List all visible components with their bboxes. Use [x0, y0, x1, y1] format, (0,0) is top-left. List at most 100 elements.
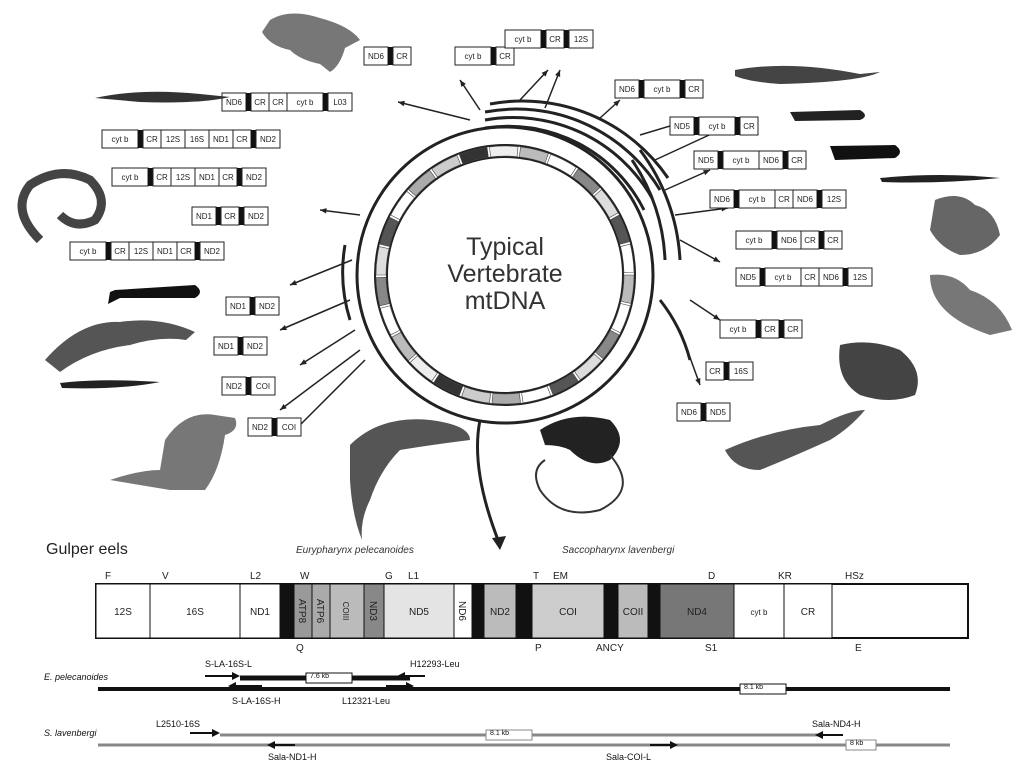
arrowhead: [555, 70, 560, 77]
trna-top-letter: T: [533, 571, 539, 582]
gene-label: ND6: [823, 273, 840, 282]
small-gene-map: ND1CRND2: [192, 207, 268, 225]
trna-bottom-letter: S1: [705, 643, 718, 654]
gene-label: CR: [688, 85, 700, 94]
gene-label: ND2: [246, 173, 263, 182]
primer-e-0: S-LA-16S-L: [205, 659, 252, 669]
bar-gene-label: 12S: [114, 607, 132, 618]
gene-label: ND2: [226, 382, 243, 391]
trna-mark: [756, 320, 761, 338]
gene-label: ND5: [710, 408, 727, 417]
gene-label: cyt b: [775, 273, 792, 282]
gene-label: cyt b: [297, 98, 314, 107]
bar-gene-segment: [280, 584, 294, 638]
trna-top-letter: W: [300, 571, 310, 582]
small-gene-map: ND6 ND5: [677, 403, 730, 421]
gene-label: ND1: [199, 173, 216, 182]
gene-label: ND1: [213, 135, 230, 144]
gene-label: ND1: [230, 302, 247, 311]
parrot-icon: [930, 275, 1012, 335]
trna-top-letter: EM: [553, 571, 568, 582]
trna-mark: [639, 80, 644, 98]
trna-mark: [239, 207, 244, 225]
trna-mark: [680, 80, 685, 98]
bar-gene-label: cyt b: [751, 608, 768, 617]
small-gene-map: cyt bCR12S16SND1CRND2: [102, 130, 280, 148]
gene-label: CR: [764, 325, 776, 334]
species-label-right: Saccopharynx lavenbergi: [562, 545, 674, 556]
fish-right-3-icon: [830, 145, 900, 160]
gene-label: CR: [743, 122, 755, 131]
trna-bottom-letter: Q: [296, 643, 304, 654]
gulper-gene-bar: 12S16SND1ATP8ATP6COIIIND3ND5ND6ND2COICOI…: [96, 571, 968, 654]
map-arrow: [398, 102, 470, 120]
trna-mark: [760, 268, 765, 286]
bar-gene-segment: [516, 584, 532, 638]
gene-label: CR: [180, 247, 192, 256]
gene-label: cyt b: [733, 156, 750, 165]
gene-label: ND2: [252, 423, 269, 432]
map-arrow: [280, 300, 350, 330]
gene-label: ND6: [781, 236, 798, 245]
trna-mark: [718, 151, 723, 169]
primer-s-0: L2510-16S: [156, 719, 200, 729]
map-arrow: [280, 350, 360, 410]
gene-label: CR: [827, 236, 839, 245]
ring-gene-block: [492, 393, 521, 404]
trna-mark: [724, 362, 729, 380]
trna-mark: [250, 297, 255, 315]
bar-gene-segment: [472, 584, 484, 638]
bar-gene-label: ND1: [250, 607, 270, 618]
gene-label: ND6: [681, 408, 698, 417]
gene-label: CR: [709, 367, 721, 376]
gene-label: CR: [396, 52, 408, 61]
lizard-left-icon: [45, 320, 195, 372]
trna-bottom-letter: P: [535, 643, 542, 654]
trna-top-letter: G: [385, 571, 393, 582]
gene-label: cyt b: [112, 135, 129, 144]
frog-icon: [839, 342, 918, 400]
gene-label: CR: [804, 273, 816, 282]
gene-label: 12S: [574, 35, 588, 44]
trna-mark: [734, 190, 739, 208]
map-arrow: [295, 360, 365, 430]
gene-label: cyt b: [749, 195, 766, 204]
primer-s-1: Sala-ND4-H: [812, 719, 861, 729]
gene-label: CR: [549, 35, 561, 44]
primer-e-3: L12321-Leu: [342, 696, 390, 706]
gene-label: 12S: [827, 195, 841, 204]
gene-label: cyt b: [465, 52, 482, 61]
gene-label: COI: [282, 423, 296, 432]
gene-label: cyt b: [730, 325, 747, 334]
trna-top-letter: L1: [408, 571, 420, 582]
primer-label-e: E. pelecanoides: [44, 672, 108, 682]
fish-right-2-icon: [790, 110, 865, 121]
bar-gene-label: ND3: [367, 601, 378, 621]
size-s1: 8.1 kb: [490, 730, 509, 737]
gene-label: CR: [222, 173, 234, 182]
bar-gene-label: ND4: [687, 607, 707, 618]
trna-bottom-letter: ANCY: [596, 643, 624, 654]
center-title-line1: Typical: [425, 234, 585, 261]
trna-mark: [783, 151, 788, 169]
trna-mark: [843, 268, 848, 286]
trna-mark: [491, 47, 496, 65]
gene-label: ND2: [248, 212, 265, 221]
trna-mark: [272, 418, 277, 436]
gene-label: ND6: [368, 52, 385, 61]
trna-mark: [541, 30, 546, 48]
trna-mark: [564, 30, 569, 48]
small-gene-map: ND6cyt bCR: [615, 80, 703, 98]
gene-label: 16S: [734, 367, 748, 376]
trna-mark: [694, 117, 699, 135]
gene-label: ND1: [157, 247, 174, 256]
gene-label: L03: [333, 98, 347, 107]
trna-top-letter: KR: [778, 571, 792, 582]
species-label-left: Eurypharynx pelecanoides: [296, 545, 414, 556]
gene-label: ND6: [619, 85, 636, 94]
gene-label: ND1: [196, 212, 213, 221]
